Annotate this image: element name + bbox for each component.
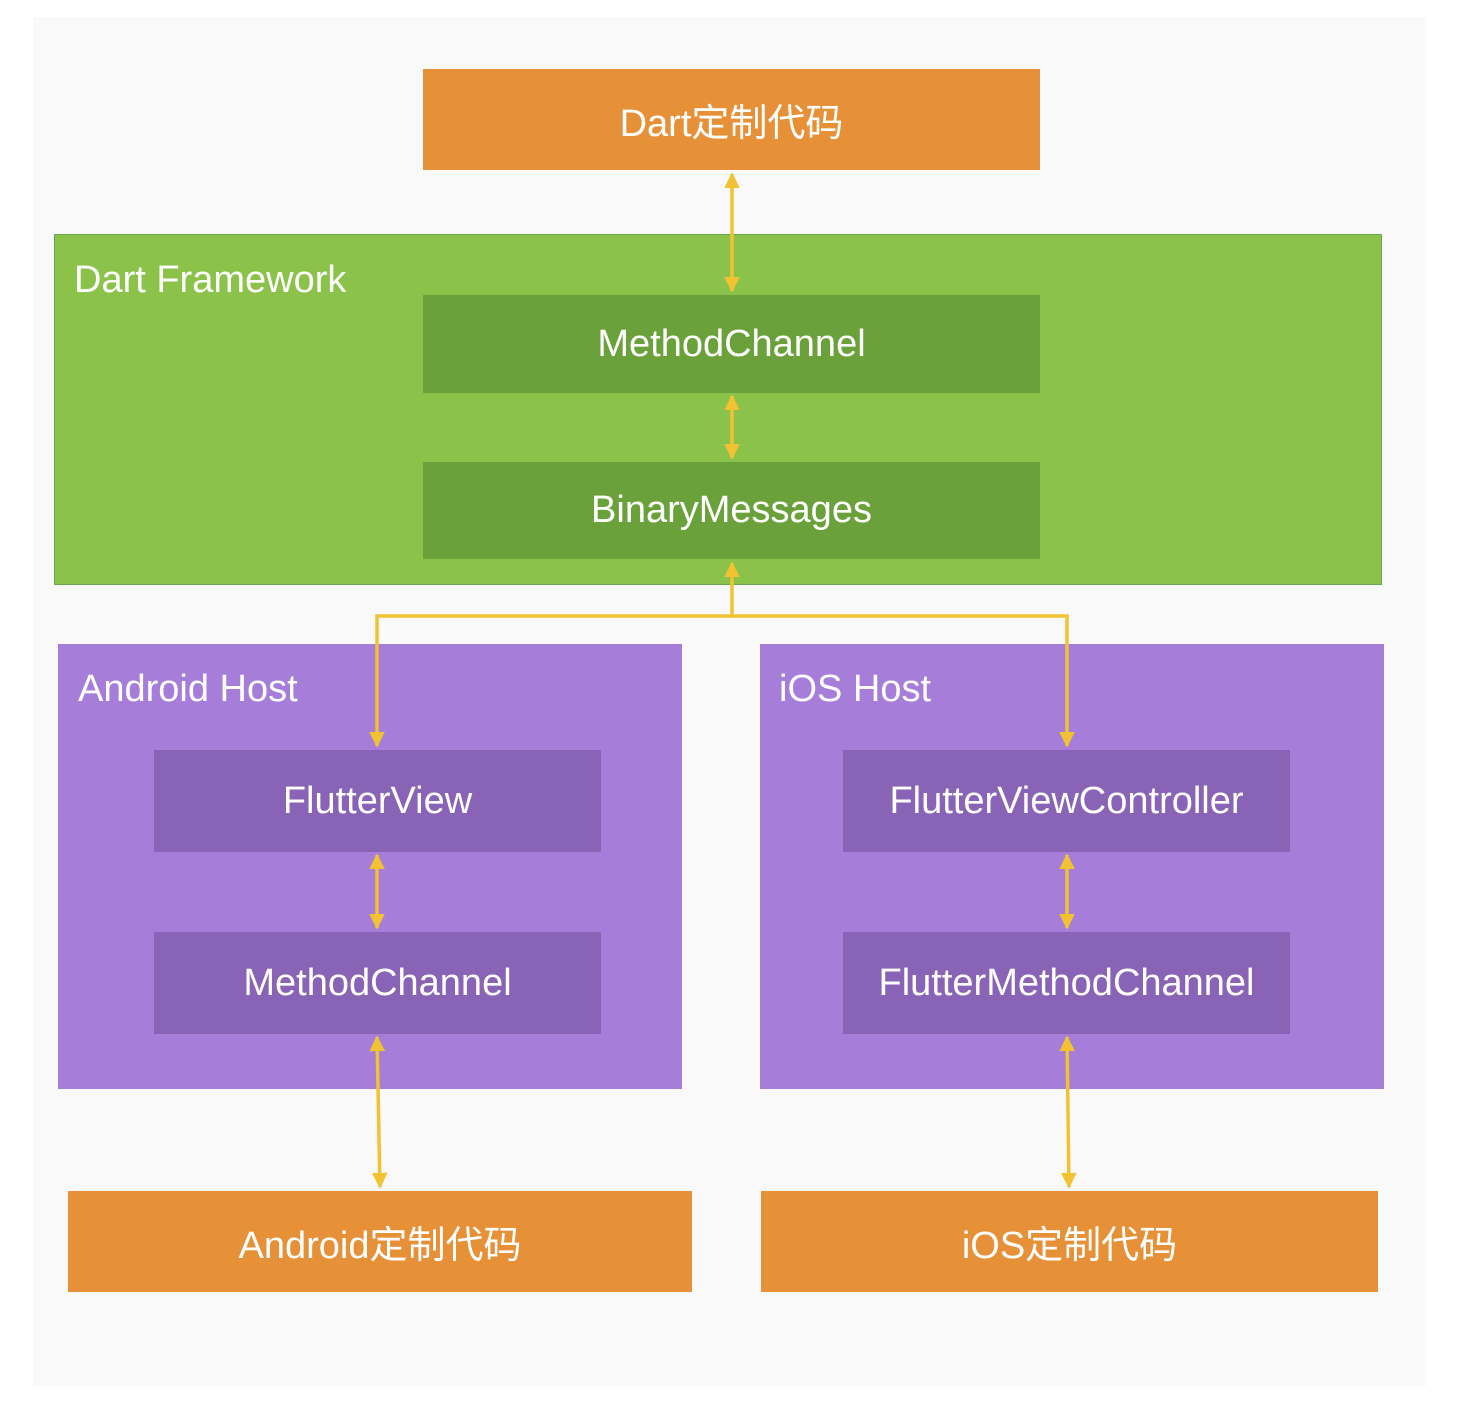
flutter-view-box: FlutterView	[154, 750, 601, 852]
flutter-method-channel-box: FlutterMethodChannel	[843, 932, 1290, 1034]
binary-messages-box: BinaryMessages	[423, 462, 1040, 559]
android-method-channel-box: MethodChannel	[154, 932, 601, 1034]
dart-method-channel-box: MethodChannel	[423, 295, 1040, 393]
android-custom-code-box: Android定制代码	[68, 1191, 692, 1292]
ios-custom-code-box: iOS定制代码	[761, 1191, 1378, 1292]
arrow-flutter-method-channel-to-ios-code	[1059, 1035, 1077, 1189]
dart-framework-title: Dart Framework	[74, 259, 347, 301]
dart-custom-code-box: Dart定制代码	[423, 69, 1040, 170]
arrow-android-method-channel-to-android-code	[369, 1035, 388, 1189]
ios-host-title: iOS Host	[779, 668, 932, 710]
arrow-binary-messages-to-flutter-view-controller	[732, 614, 1075, 748]
android-host-title: Android Host	[78, 668, 298, 710]
flutter-view-controller-box: FlutterViewController	[843, 750, 1290, 852]
arrow-binary-messages-to-flutter-view	[369, 561, 740, 748]
